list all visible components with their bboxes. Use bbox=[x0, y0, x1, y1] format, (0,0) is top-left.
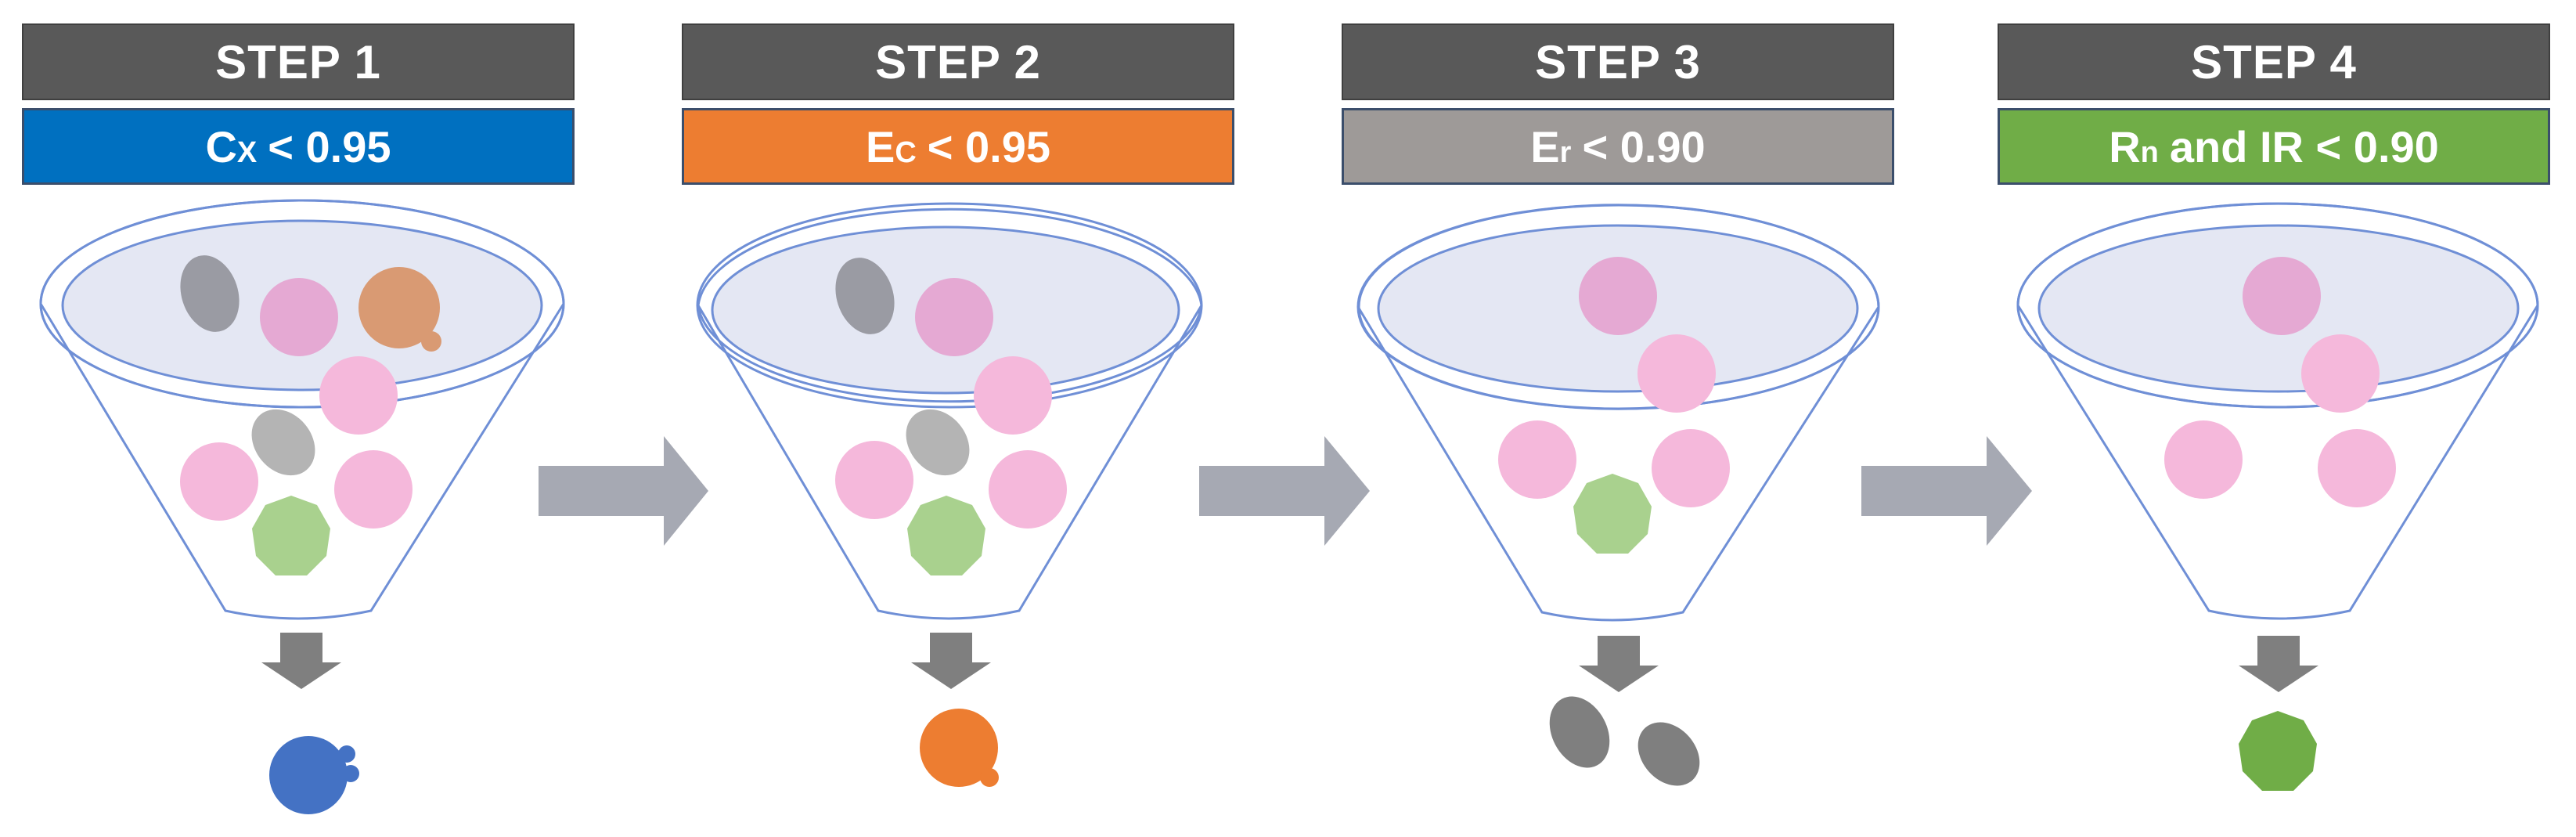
step-2-criterion-subscript: C bbox=[895, 135, 917, 169]
gray-ellipse-item bbox=[835, 258, 895, 334]
step-1-output bbox=[269, 736, 359, 814]
arrow-down-icon bbox=[261, 633, 341, 689]
pink-circle-item bbox=[974, 356, 1052, 435]
step-4-output bbox=[2239, 711, 2317, 791]
pink-circle-item bbox=[915, 278, 993, 356]
gray-ellipse-output bbox=[1637, 722, 1700, 786]
funnel-4 bbox=[2016, 202, 2539, 620]
pink-circle-item bbox=[1579, 257, 1657, 335]
green-polygon-output bbox=[2239, 711, 2317, 791]
blue-circle-output bbox=[269, 736, 348, 814]
pink-circle-item bbox=[2301, 334, 2380, 413]
orange-circle-item bbox=[358, 267, 440, 348]
orange-knob bbox=[421, 331, 441, 352]
step-2-criterion-rest: < 0.95 bbox=[927, 121, 1051, 171]
arrow-down-icon bbox=[2239, 636, 2318, 692]
pink-circle-item bbox=[319, 356, 398, 435]
pink-circle-item bbox=[334, 450, 413, 529]
step-3-header: STEP 3 bbox=[1342, 23, 1894, 100]
blue-knob bbox=[338, 745, 355, 763]
funnel-1-top-outer bbox=[39, 199, 565, 409]
pink-circle-item bbox=[1637, 334, 1716, 413]
step-2-criterion-symbol: E bbox=[865, 121, 895, 171]
pink-circle-item bbox=[989, 450, 1067, 529]
pink-circle-item bbox=[260, 278, 338, 356]
step-1-title: STEP 1 bbox=[215, 35, 381, 88]
pink-circle-item bbox=[2164, 420, 2243, 499]
step-2-title: STEP 2 bbox=[875, 35, 1041, 88]
step-3-criterion-symbol: E bbox=[1530, 121, 1560, 171]
arrow-right-icon bbox=[1861, 436, 2032, 546]
step-3-title: STEP 3 bbox=[1535, 35, 1701, 88]
step-3-output bbox=[1549, 696, 1700, 786]
step-1-criterion-subscript: X bbox=[236, 135, 258, 169]
step-3-criterion-subscript: r bbox=[1559, 135, 1572, 169]
step-3-criterion-rest: < 0.90 bbox=[1582, 121, 1706, 171]
step-4-criterion-rest: and IR < 0.90 bbox=[2169, 121, 2439, 171]
funnel-1 bbox=[39, 199, 565, 620]
step-4-title: STEP 4 bbox=[2191, 35, 2357, 88]
funnel-4-top-outer bbox=[2016, 202, 2539, 409]
gray-ellipse-item bbox=[180, 255, 240, 332]
pink-circle-item bbox=[1652, 429, 1730, 507]
funnel-3 bbox=[1356, 204, 1880, 622]
step-2-output bbox=[920, 709, 999, 787]
funnel-2-top-outer bbox=[696, 202, 1203, 409]
step-4-criterion-symbol: R bbox=[2109, 121, 2141, 171]
arrow-down-icon bbox=[911, 633, 991, 689]
arrow-right-icon bbox=[539, 436, 708, 546]
orange-circle-output bbox=[920, 709, 998, 787]
step-1-criterion-symbol: C bbox=[205, 121, 237, 171]
pink-circle-item bbox=[2318, 429, 2396, 507]
arrow-right-icon bbox=[1199, 436, 1370, 546]
pink-circle-item bbox=[835, 441, 913, 519]
gray-ellipse-output bbox=[1549, 696, 1610, 768]
arrow-down-icon bbox=[1579, 636, 1659, 692]
pink-circle-item bbox=[2243, 257, 2321, 335]
pink-circle-item bbox=[180, 442, 258, 521]
orange-knob bbox=[980, 768, 999, 787]
step-1-criterion-rest: < 0.95 bbox=[268, 121, 391, 171]
funnel-2 bbox=[696, 202, 1203, 620]
step-4-criterion-subscript: n bbox=[2140, 135, 2159, 169]
funnel-3-top-outer bbox=[1357, 204, 1880, 410]
gray-ellipse-item bbox=[251, 409, 315, 476]
step-4-header: STEP 4 bbox=[1998, 23, 2550, 100]
step-1-header: STEP 1 bbox=[22, 23, 575, 100]
pink-circle-item bbox=[1498, 420, 1576, 499]
blue-knob bbox=[342, 765, 359, 782]
gray-ellipse-item bbox=[906, 409, 970, 476]
step-2-header: STEP 2 bbox=[682, 23, 1234, 100]
